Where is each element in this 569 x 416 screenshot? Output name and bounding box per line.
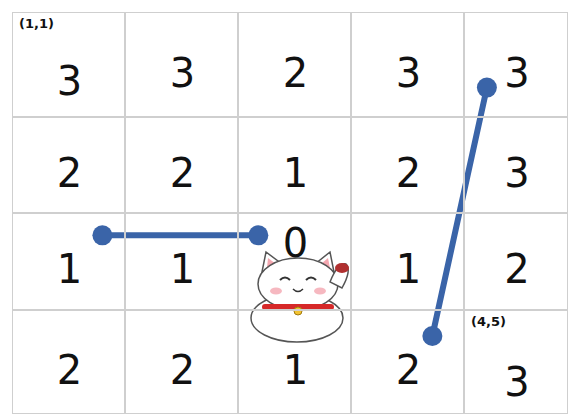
cell-coordinate: (4,5): [471, 315, 506, 329]
connector-dot: [92, 225, 112, 245]
grid-cell: 1: [12, 213, 125, 310]
lucky-cat: [251, 252, 349, 342]
cell-number: 3: [504, 53, 529, 93]
grid-cell: 3: [464, 12, 568, 117]
line-connector: [92, 225, 268, 245]
cell-number: 1: [396, 249, 421, 289]
cell-number: 0: [283, 223, 308, 263]
cell-number: 2: [396, 350, 421, 390]
grid-cell: 2: [351, 310, 464, 414]
connector-dot: [422, 326, 442, 346]
grid-cell: 2: [12, 310, 125, 414]
grid-cell: 2: [464, 213, 568, 310]
grid-cell: 2: [125, 117, 238, 213]
grid-cell: 1: [238, 310, 351, 414]
cell-number: 2: [170, 350, 195, 390]
cell-number: 2: [57, 153, 82, 193]
grid-cell: (1,1) 3: [12, 12, 125, 117]
grid-cell: 1: [238, 117, 351, 213]
grid-cell: 3: [351, 12, 464, 117]
cell-number: 3: [396, 53, 421, 93]
connector-dot: [248, 225, 268, 245]
cell-number: 3: [170, 53, 195, 93]
grid-cell: 1: [351, 213, 464, 310]
connector-dot: [477, 78, 497, 98]
cell-number: 3: [504, 153, 529, 193]
grid-cell: 3: [464, 117, 568, 213]
cell-number: 2: [396, 153, 421, 193]
grid-cell: 3: [125, 12, 238, 117]
grid-cell: 2: [12, 117, 125, 213]
cell-number: 1: [283, 350, 308, 390]
cell-number: 1: [57, 249, 82, 289]
grid-cell: 2: [238, 12, 351, 117]
grid-cell: 0: [238, 213, 351, 310]
cell-number: 2: [170, 153, 195, 193]
cell-number: 3: [504, 362, 529, 402]
cell-number: 2: [283, 53, 308, 93]
grid-cell: 1: [125, 213, 238, 310]
cell-number: 1: [170, 249, 195, 289]
grid-cell: (4,5) 3: [464, 310, 568, 414]
cell-number: 3: [57, 61, 82, 101]
cell-coordinate: (1,1): [19, 17, 54, 31]
cell-number: 2: [504, 249, 529, 289]
grid-cell: 2: [351, 117, 464, 213]
connector-line: [432, 88, 487, 336]
cell-number: 1: [283, 153, 308, 193]
cell-number: 2: [57, 350, 82, 390]
grid-cell: 2: [125, 310, 238, 414]
